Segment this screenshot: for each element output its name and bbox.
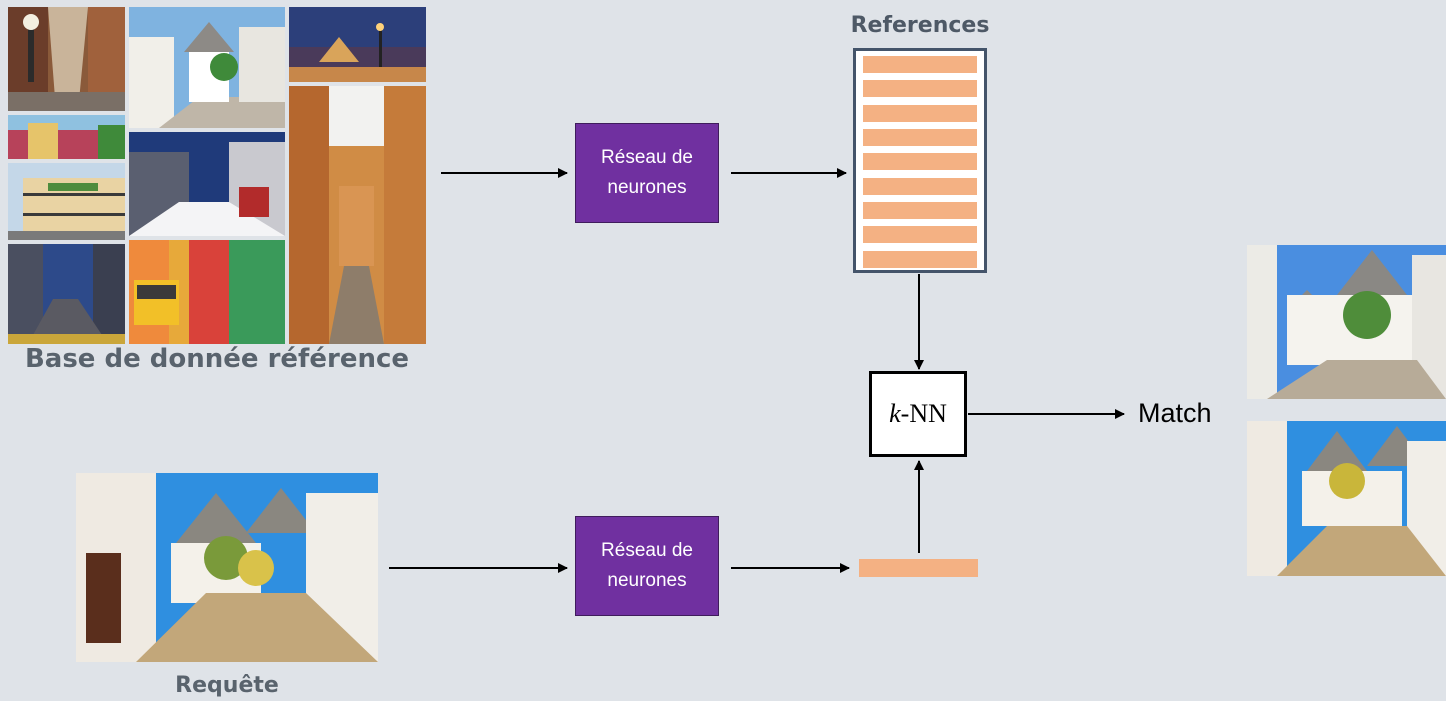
neural-network-box-query: Réseau de neurones: [575, 516, 719, 616]
references-label: References: [850, 13, 990, 38]
reference-feature-vector: [863, 226, 977, 243]
query-label: Requête: [175, 673, 279, 698]
db-photo-colorful-building: [8, 115, 125, 159]
references-feature-store: [853, 48, 987, 273]
reference-feature-vector: [863, 153, 977, 170]
reference-feature-vector: [863, 202, 977, 219]
knn-k: k: [889, 399, 901, 428]
reference-feature-vector: [863, 251, 977, 268]
reference-feature-vector: [863, 178, 977, 195]
knn-rest: -NN: [900, 399, 947, 428]
db-photo-tram-street: [129, 240, 285, 344]
reference-feature-vector: [863, 56, 977, 73]
db-photo-whitewashed-alley: [129, 7, 285, 128]
reference-feature-vector: [863, 105, 977, 122]
neural-network-label-line1: Réseau de: [601, 147, 693, 168]
db-photo-balcony-building: [8, 163, 125, 240]
reference-feature-vector: [863, 80, 977, 97]
neural-network-label: Réseau de neurones: [601, 536, 693, 596]
query-photo: [76, 473, 378, 662]
knn-label: k-NN: [889, 399, 947, 429]
neural-network-label: Réseau de neurones: [601, 143, 693, 203]
db-photo-orange-alley: [289, 86, 426, 344]
db-photo-city-street: [8, 244, 125, 344]
db-photo-snowy-street: [129, 132, 285, 236]
reference-feature-vector: [863, 129, 977, 146]
query-feature-vector: [859, 559, 978, 577]
match-label: Match: [1138, 398, 1212, 428]
database-label: Base de donnée référence: [24, 344, 410, 374]
knn-box: k-NN: [869, 371, 967, 457]
db-photo-street-lights: [8, 7, 125, 111]
neural-network-label-line2: neurones: [607, 177, 687, 198]
neural-network-label-line2: neurones: [607, 570, 687, 591]
neural-network-label-line1: Réseau de: [601, 540, 693, 561]
neural-network-box-references: Réseau de neurones: [575, 123, 719, 223]
match-photo-2: [1247, 421, 1446, 576]
db-photo-louvre-night: [289, 7, 426, 82]
match-photo-1: [1247, 245, 1446, 399]
